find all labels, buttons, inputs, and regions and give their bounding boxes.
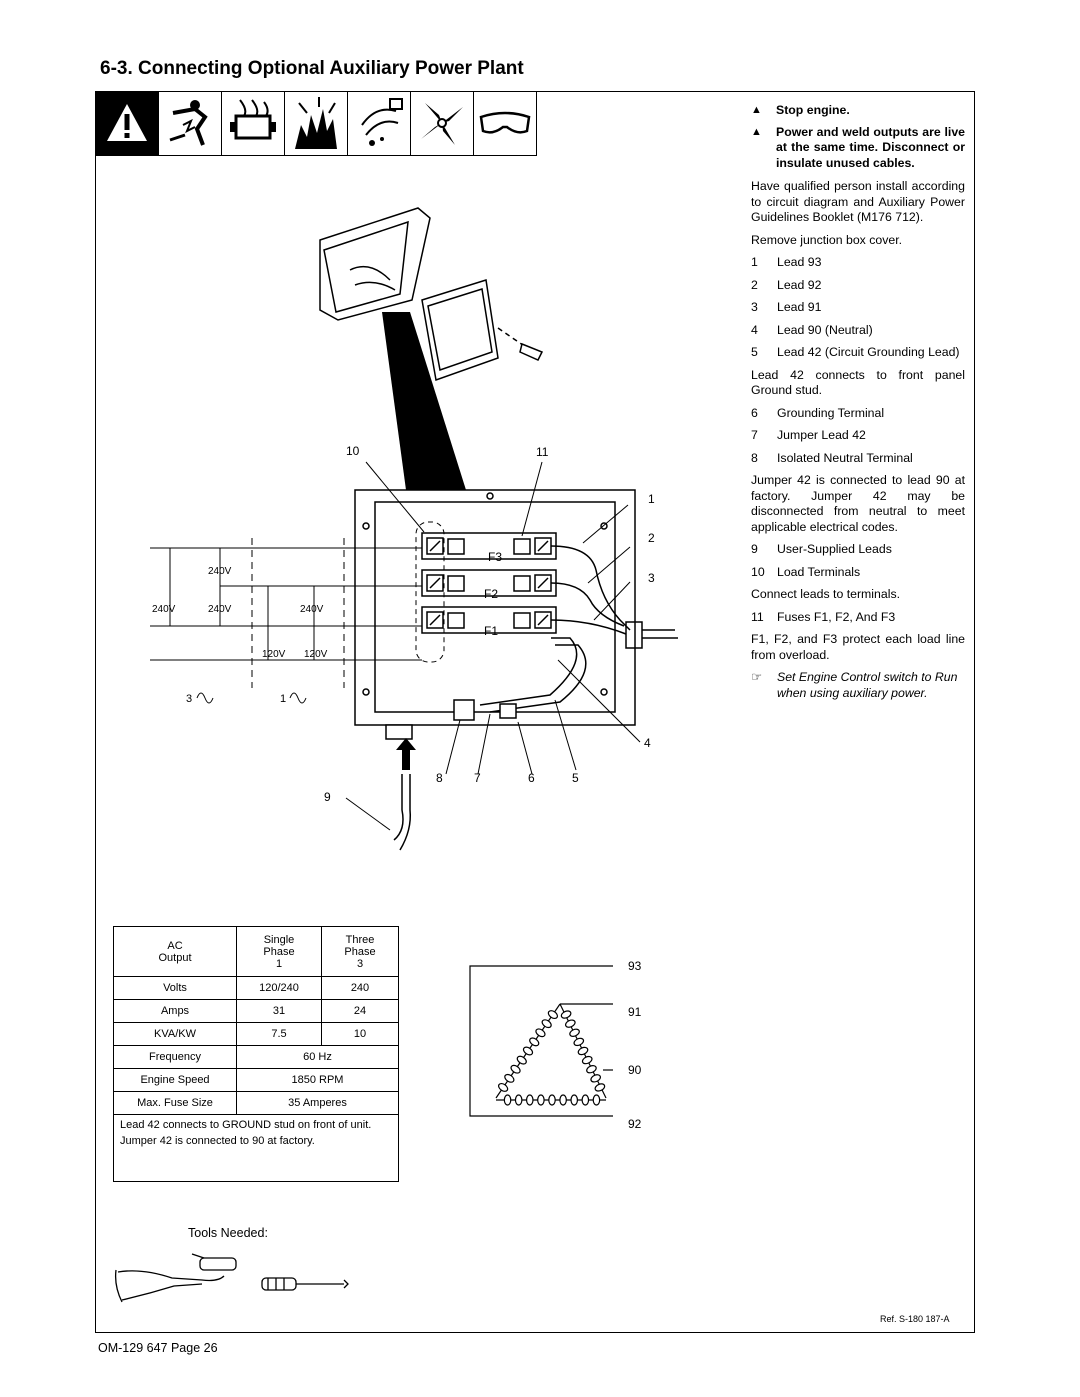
warning-icon (95, 91, 158, 155)
spec-cell: 24 (321, 999, 399, 1023)
warning-stop-engine: ▲Stop engine. (751, 103, 850, 117)
callout-9: 9 (324, 790, 331, 804)
delta-winding-diagram: 93 91 90 92 (469, 959, 642, 1131)
spec-cell: 10 (321, 1022, 399, 1046)
callout-8: 8 (436, 771, 443, 785)
lead-90-label: 90 (628, 1063, 642, 1077)
spec-cell: Engine Speed (113, 1068, 237, 1092)
callout-6: 6 (528, 771, 535, 785)
tools-illustration (114, 1253, 349, 1303)
fuse-f2-label: F2 (484, 587, 498, 601)
callout-2: 2 (648, 531, 655, 545)
tools-needed-label: Tools Needed: (188, 1226, 268, 1240)
callout-3: 3 (648, 571, 655, 585)
spec-cell: 60 Hz (236, 1045, 399, 1069)
volt-label-4: 240V (300, 604, 324, 615)
callout-5: 5 (572, 771, 579, 785)
volt-label-3: 240V (208, 604, 232, 615)
spec-cell: Frequency (113, 1045, 237, 1069)
box-outer (354, 489, 636, 726)
spec-cell: 7.5 (236, 1022, 322, 1046)
lead-93-label: 93 (628, 959, 642, 973)
three-phase-label: 3 (186, 693, 192, 705)
engine-control-note: ☞Set Engine Control switch to Run when u… (751, 670, 958, 700)
spec-cell: 1850 RPM (236, 1068, 399, 1092)
spec-cell: KVA/KW (113, 1022, 237, 1046)
lead-91-label: 91 (628, 1005, 642, 1019)
ac-symbol-1ph (289, 692, 307, 704)
instructions-column: ▲Stop engine. ▲Power and weld outputs ar… (751, 103, 965, 701)
spec-cell: 31 (236, 999, 322, 1023)
electric-shock-icon (158, 91, 221, 155)
page-title: 6-3. Connecting Optional Auxiliary Power… (100, 58, 524, 79)
junction-box-diagram: F3 F2 F1 (150, 207, 678, 851)
load-terminals-outline (415, 521, 445, 663)
callout-1: 1 (648, 492, 655, 506)
safety-icon-bar (95, 91, 537, 156)
spec-notes: Lead 42 connects to GROUND stud on front… (113, 1114, 399, 1182)
fuse-note: F1, F2, and F3 protect each load line fr… (751, 632, 965, 662)
spec-header-ac-output: AC Output (113, 926, 237, 977)
volt-label-6: 120V (304, 649, 328, 660)
spec-cell: 35 Amperes (236, 1091, 399, 1115)
sparks-icon (347, 91, 410, 155)
callout-4: 4 (644, 736, 651, 750)
junction-box-exploded-view (319, 207, 544, 382)
lead42-note: Lead 42 connects to front panel Ground s… (751, 367, 965, 398)
callout-11: 11 (536, 445, 549, 459)
output-spec-table: AC Output Single Phase 1 Three Phase 3 V… (113, 926, 399, 1182)
ac-symbol-3ph (196, 692, 214, 704)
spec-cell: 240 (321, 976, 399, 1000)
page-footer: OM-129 647 Page 26 (98, 1341, 218, 1355)
volt-label-5: 120V (262, 649, 286, 660)
spec-cell: Amps (113, 999, 237, 1023)
screwdriver-icon (261, 1277, 349, 1291)
jumper-note: Jumper 42 is connected to lead 90 at fac… (751, 473, 965, 534)
callout-wedge (382, 312, 466, 490)
reference-number: Ref. S-180 187-A (880, 1314, 950, 1324)
callout-10: 10 (346, 444, 360, 458)
fuse-f1-label: F1 (484, 624, 498, 638)
callout-7: 7 (474, 771, 481, 785)
content-frame (95, 91, 975, 1333)
spec-header-single-phase: Single Phase 1 (236, 926, 322, 977)
engine-icon (221, 91, 284, 155)
spec-cell: Max. Fuse Size (113, 1091, 237, 1115)
warning-live-outputs: ▲Power and weld outputs are live at the … (751, 124, 965, 170)
remove-cover-text: Remove junction box cover. (751, 232, 903, 247)
spec-cell: 120/240 (236, 976, 322, 1000)
safety-glasses-icon (473, 91, 536, 155)
wire-stripper-icon (114, 1253, 237, 1303)
fuse-f3-label: F3 (488, 550, 502, 564)
intro-text: Have qualified person install according … (751, 179, 965, 224)
volt-label-2: 240V (152, 604, 176, 615)
moving-parts-icon (410, 91, 473, 155)
fire-explosion-icon (284, 91, 347, 155)
spec-header-three-phase: Three Phase 3 (321, 926, 399, 977)
volt-label-1: 240V (208, 566, 232, 577)
single-phase-label: 1 (280, 693, 286, 705)
spec-cell: Volts (113, 976, 237, 1000)
connect-note: Connect leads to terminals. (751, 587, 901, 601)
lead-92-label: 92 (628, 1117, 642, 1131)
